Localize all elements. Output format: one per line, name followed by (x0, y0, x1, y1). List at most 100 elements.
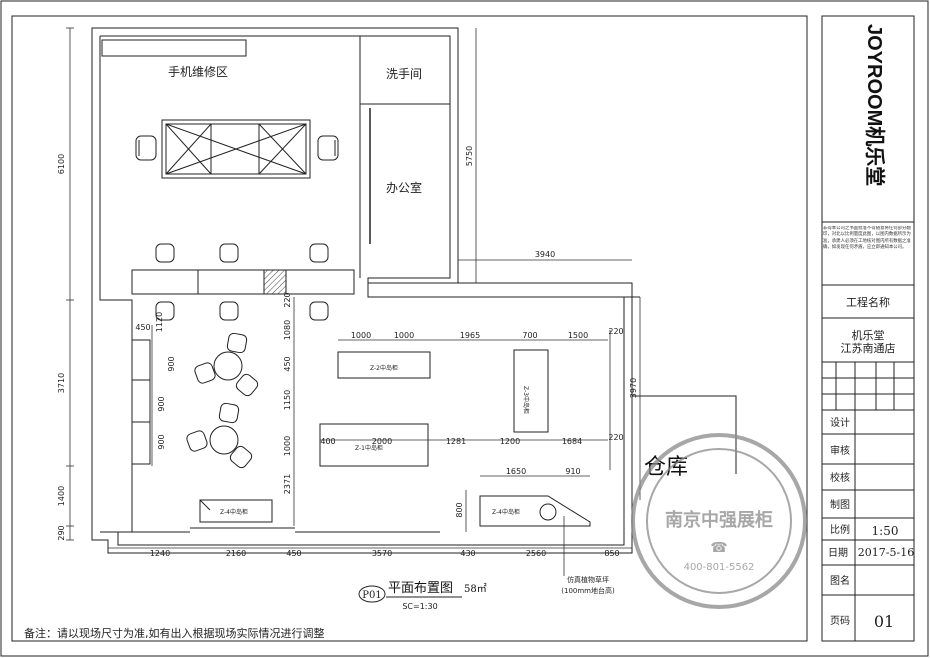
company-stamp: 南京中强展柜 400-801-5562 ☎ (631, 433, 807, 609)
dim-right-3970: 3970 (629, 378, 638, 398)
dim-l-900b: 900 (157, 396, 166, 411)
room-label-repair: 手机维修区 (168, 64, 228, 79)
dim-r1-220: 220 (608, 327, 623, 336)
round-table-1 (194, 332, 259, 397)
drawing-name: 平面布置图 (388, 581, 453, 596)
dim-left-1400: 1400 (57, 486, 66, 506)
dim-left-6100: 6100 (57, 154, 66, 174)
project-name-line2: 江苏南通店 (841, 341, 896, 355)
phone-icon: ☎ (710, 540, 727, 556)
plant-note-1: 仿真植物草坪 (567, 575, 609, 584)
dim-v-800: 800 (455, 502, 464, 517)
counter-label-z1: Z-1中岛柜 (355, 444, 383, 452)
dim-left-3710: 3710 (57, 373, 66, 393)
dim-v-2371: 2371 (283, 474, 292, 494)
chair-icon (155, 301, 175, 321)
dim-r2-1200: 1200 (500, 437, 520, 446)
project-name-line1: 机乐堂 (852, 328, 885, 342)
copyright-notice: 非得本公司之书面批准不得随意将任何部分翻印，对北以比例量度此图，以图内数据所示为… (823, 226, 911, 251)
drawing-scale: SC=1:30 (402, 602, 437, 611)
wall-display-cabinet (131, 339, 151, 465)
round-table-2 (186, 402, 253, 469)
dim-bottom-450: 450 (286, 549, 301, 558)
dim-top-3940: 3940 (535, 250, 555, 259)
footer-note: 备注：请以现场尺寸为准,如有出入根据现场实际情况进行调整 (24, 626, 325, 640)
floor-plan (91, 27, 737, 554)
design-label: 设计 (830, 416, 850, 429)
warehouse-wall (632, 395, 737, 474)
dim-v-220: 220 (283, 292, 292, 307)
repair-shelf (101, 39, 247, 57)
brand-logo: JOYROOM机乐堂 (863, 24, 887, 186)
counter-z4-right (479, 495, 591, 527)
dimension-lines (66, 27, 641, 576)
dim-right-5750: 5750 (465, 146, 474, 166)
dim-r1-1000b: 1000 (394, 331, 414, 340)
chair-icon (219, 301, 239, 321)
room-label-office: 办公室 (386, 180, 422, 195)
dim-r2-400: 400 (320, 437, 335, 446)
dim-r2-1684: 1684 (562, 437, 582, 446)
proof-label: 校核 (830, 471, 850, 484)
dim-r1-1965: 1965 (460, 331, 480, 340)
title-block: JOYROOM机乐堂 非得本公司之书面批准不得随意将任何部分翻印，对北以比例量度… (821, 15, 915, 642)
dim-bottom-1240: 1240 (150, 549, 170, 558)
page-label: 页码 (830, 615, 850, 627)
counter-z4-left (199, 499, 273, 523)
counter-z1 (319, 423, 429, 467)
counter-label-z4-right: Z-4中岛柜 (492, 508, 520, 516)
drawing-frame (11, 15, 808, 642)
counter-z3 (513, 349, 549, 433)
scale-label: 比例 (830, 523, 850, 536)
chair-icon (135, 135, 157, 161)
dim-bottom-430: 430 (460, 549, 475, 558)
review-label: 审核 (830, 444, 850, 457)
chair-icon (309, 301, 329, 321)
dim-bottom-2160: 2160 (226, 549, 246, 558)
dim-v-1150: 1150 (283, 390, 292, 410)
washroom-wall (359, 35, 451, 105)
dim-r1-1000a: 1000 (351, 331, 371, 340)
date-label: 日期 (828, 547, 848, 559)
stamp-phone: 400-801-5562 (684, 562, 755, 573)
chair-icon (155, 243, 175, 263)
dim-bottom-3570: 3570 (372, 549, 392, 558)
drawing-code: P01 (362, 590, 381, 601)
counter-z2 (337, 351, 431, 379)
dim-left-290: 290 (57, 525, 66, 540)
counter-label-z3: Z-3中岛柜 (522, 386, 530, 414)
dim-l-1120: 1120 (155, 312, 164, 332)
counter-label-z4-left: Z-4中岛柜 (220, 508, 248, 516)
project-label: 工程名称 (846, 295, 890, 309)
dim-v-450: 450 (283, 356, 292, 371)
dim-r2-2000: 2000 (372, 437, 392, 446)
dim-l-450: 450 (135, 323, 150, 332)
dim-r2-220: 220 (608, 433, 623, 442)
drawing-name-label: 图名 (830, 574, 850, 587)
dim-r1-700: 700 (522, 331, 537, 340)
date-value: 2017-5-16 (858, 546, 914, 559)
chair-icon (309, 243, 329, 263)
drafting-label: 制图 (830, 498, 850, 511)
plant-note-2: (100mm地台高) (561, 586, 615, 595)
chair-icon (317, 135, 339, 161)
dim-bottom-850: 850 (604, 549, 619, 558)
dim-r2-1281: 1281 (446, 437, 466, 446)
service-counter (131, 269, 355, 295)
chair-icon (219, 243, 239, 263)
dim-bottom-2560: 2560 (526, 549, 546, 558)
counter-label-z2: Z-2中岛柜 (370, 364, 398, 372)
room-label-washroom: 洗手间 (386, 67, 422, 81)
dim-r3-1650: 1650 (506, 467, 526, 476)
drawing-area: 58㎡ (464, 583, 487, 595)
dim-l-900c: 900 (157, 434, 166, 449)
page-value: 01 (874, 612, 894, 631)
dim-v-1000: 1000 (283, 436, 292, 456)
drawing-title: P01 平面布置图 58㎡ SC=1:30 (358, 581, 487, 611)
dim-v-1080: 1080 (283, 320, 292, 340)
dim-l-900a: 900 (167, 356, 176, 371)
repair-table (161, 119, 311, 179)
stamp-text: 南京中强展柜 (665, 509, 773, 531)
inner-wall (100, 35, 625, 546)
